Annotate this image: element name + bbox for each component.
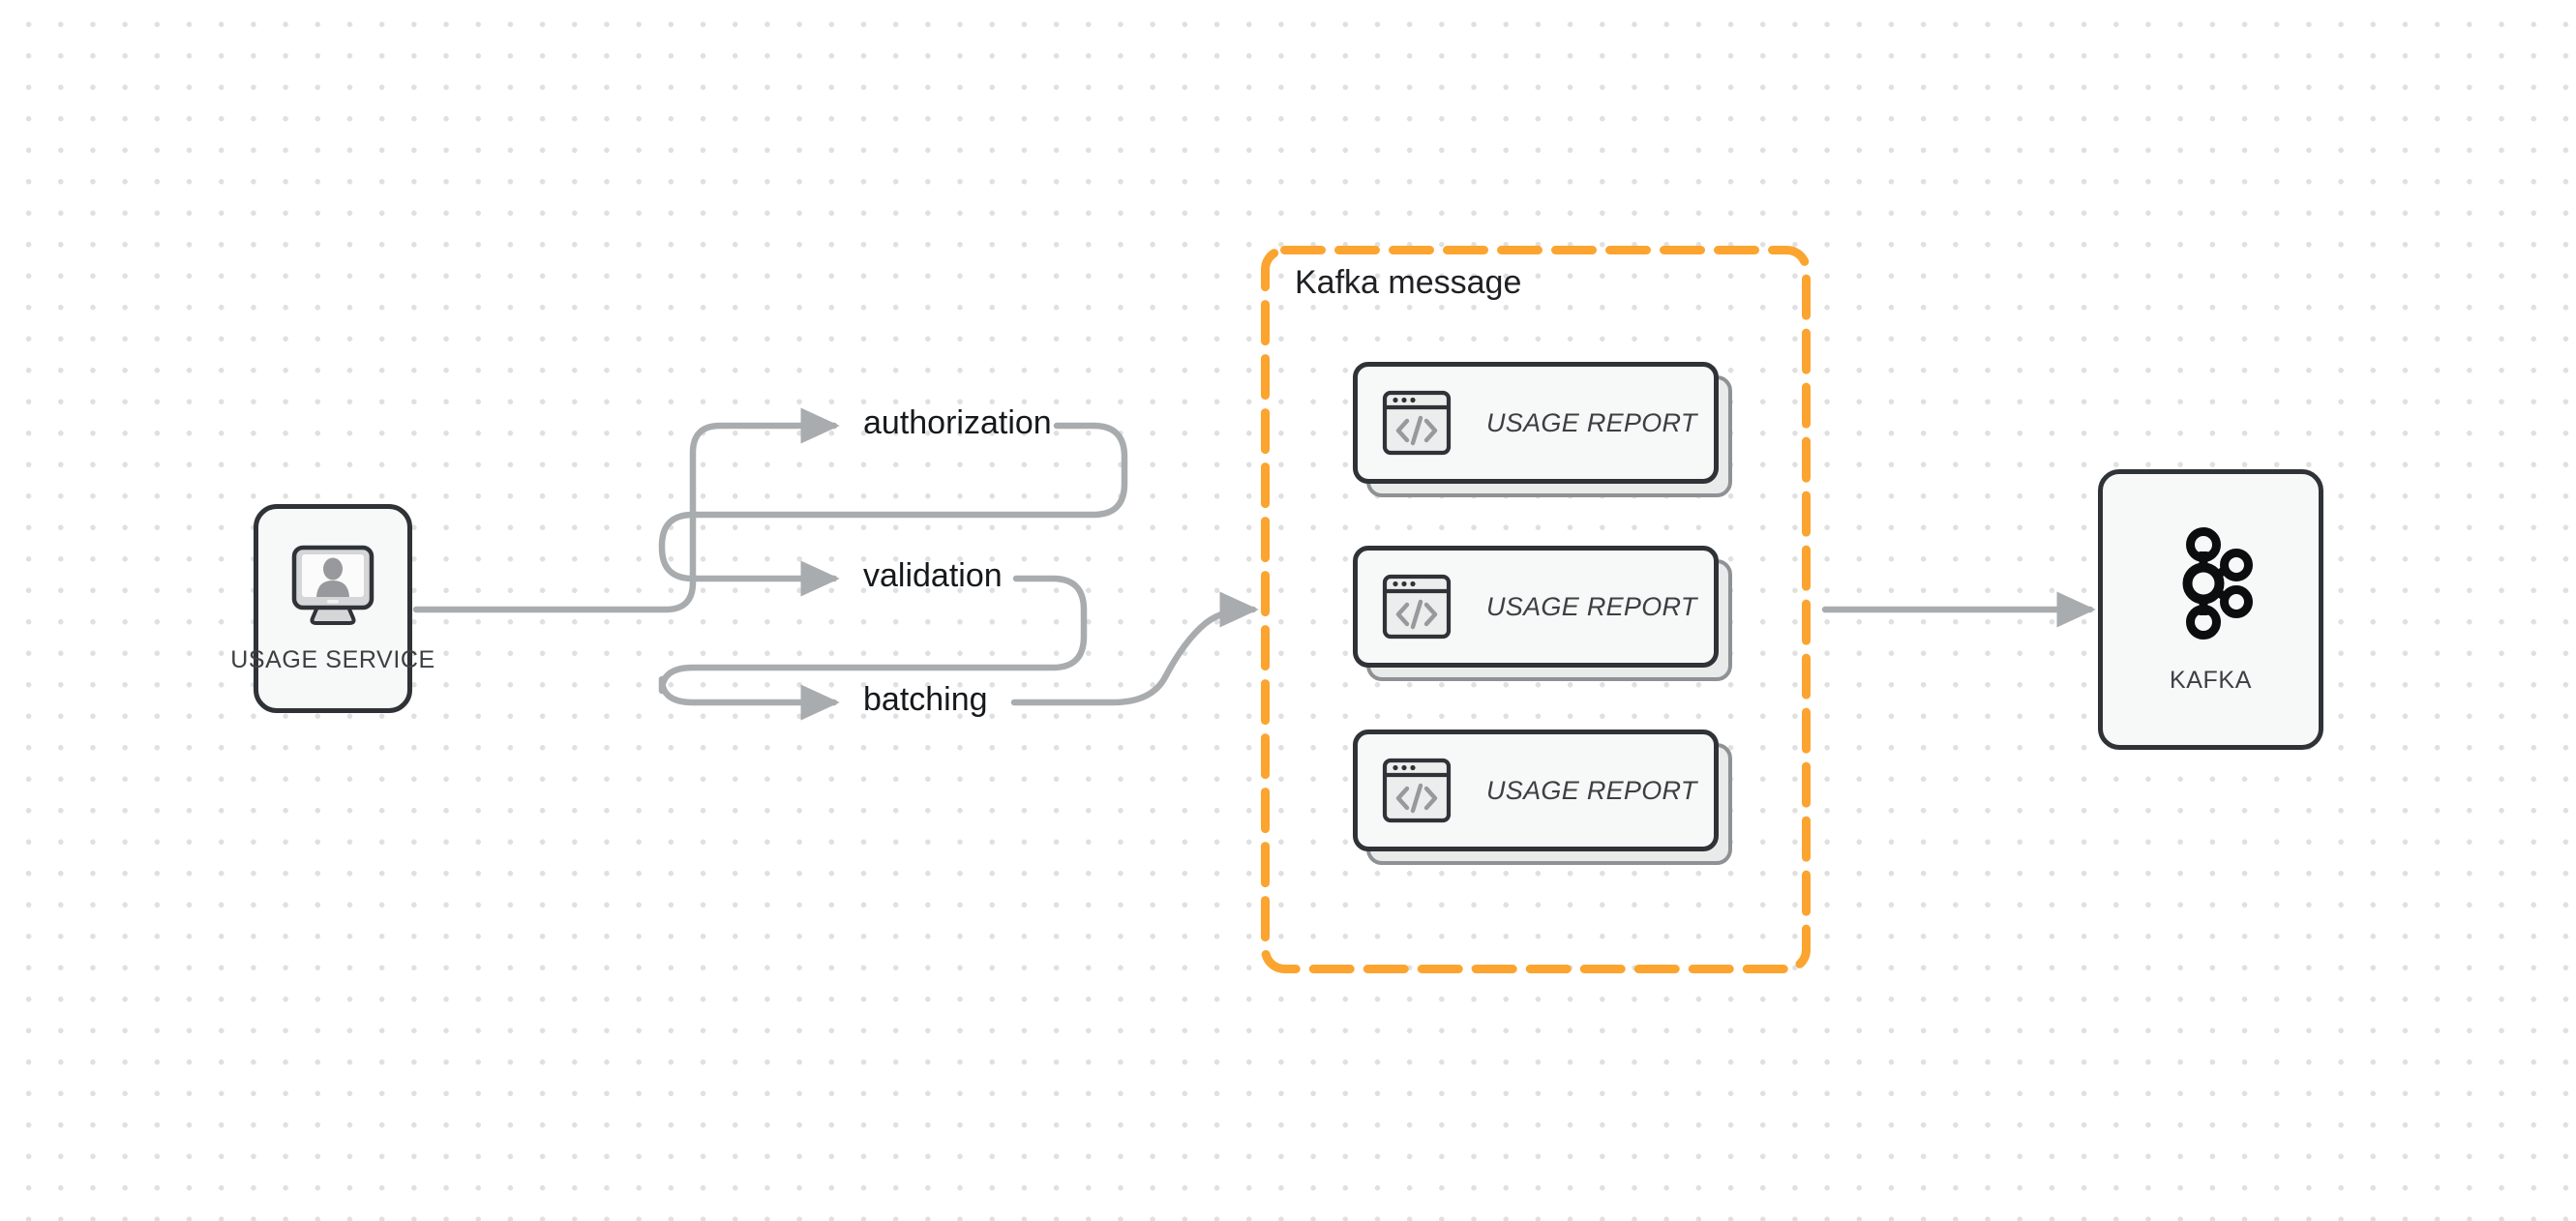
node-kafka[interactable]: KAFKA bbox=[2098, 469, 2323, 750]
card-usage-report[interactable]: USAGE REPORT bbox=[1353, 546, 1732, 681]
kafka-logo-icon bbox=[2182, 526, 2253, 640]
step-label-batching: batching bbox=[863, 681, 988, 718]
node-usage-service-label: USAGE SERVICE bbox=[230, 645, 435, 673]
step-label-authorization: authorization bbox=[863, 404, 1052, 441]
card-front-layer: USAGE REPORT bbox=[1353, 362, 1719, 484]
group-title: Kafka message bbox=[1295, 264, 1522, 301]
card-usage-report[interactable]: USAGE REPORT bbox=[1353, 362, 1732, 497]
card-front-layer: USAGE REPORT bbox=[1353, 730, 1719, 851]
card-label: USAGE REPORT bbox=[1486, 407, 1697, 437]
node-kafka-label: KAFKA bbox=[2170, 666, 2252, 694]
card-label: USAGE REPORT bbox=[1486, 591, 1697, 621]
monitor-user-icon bbox=[291, 545, 374, 625]
connector-authorization-to-validation bbox=[658, 422, 1128, 597]
step-label-validation: validation bbox=[863, 557, 1003, 594]
code-window-icon bbox=[1382, 574, 1452, 640]
card-front-layer: USAGE REPORT bbox=[1353, 546, 1719, 668]
code-window-icon bbox=[1382, 758, 1452, 823]
node-usage-service[interactable]: USAGE SERVICE bbox=[230, 504, 434, 713]
group-kafka-message[interactable]: Kafka message USAGE REPORT bbox=[1261, 246, 1811, 973]
connector-batching-to-kafka-message bbox=[1010, 591, 1259, 706]
code-window-icon bbox=[1382, 390, 1452, 456]
card-label: USAGE REPORT bbox=[1486, 775, 1697, 805]
card-usage-report[interactable]: USAGE REPORT bbox=[1353, 730, 1732, 865]
connector-usage-service-to-authorization bbox=[412, 407, 840, 613]
